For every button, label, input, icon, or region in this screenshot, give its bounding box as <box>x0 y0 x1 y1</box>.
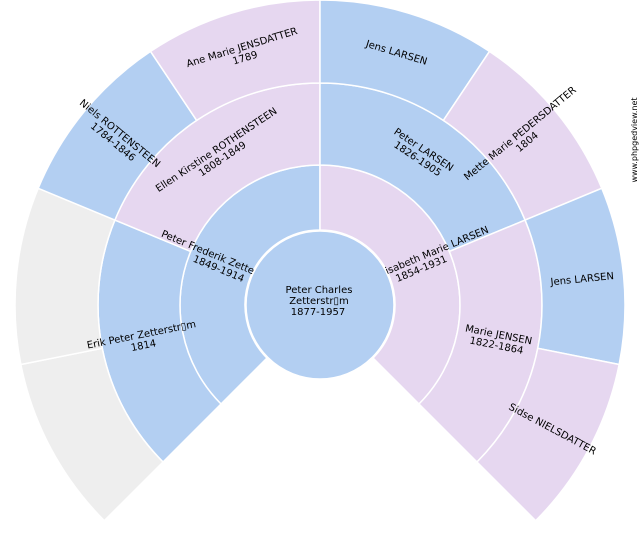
root-person-name-line1: Peter Charles <box>286 285 353 296</box>
ancestor-segment-gen3-4[interactable] <box>149 0 321 122</box>
root-person-dates: 1877-1957 <box>291 307 346 318</box>
ancestor-dates: 1814 <box>130 338 157 354</box>
watermark-text: www.phpgedview.net <box>630 97 639 182</box>
root-person-name-line2: Zetterstr▯m <box>289 296 349 307</box>
root-person-disc[interactable] <box>245 230 395 380</box>
ancestor-segment-gen3-8[interactable] <box>475 347 621 522</box>
